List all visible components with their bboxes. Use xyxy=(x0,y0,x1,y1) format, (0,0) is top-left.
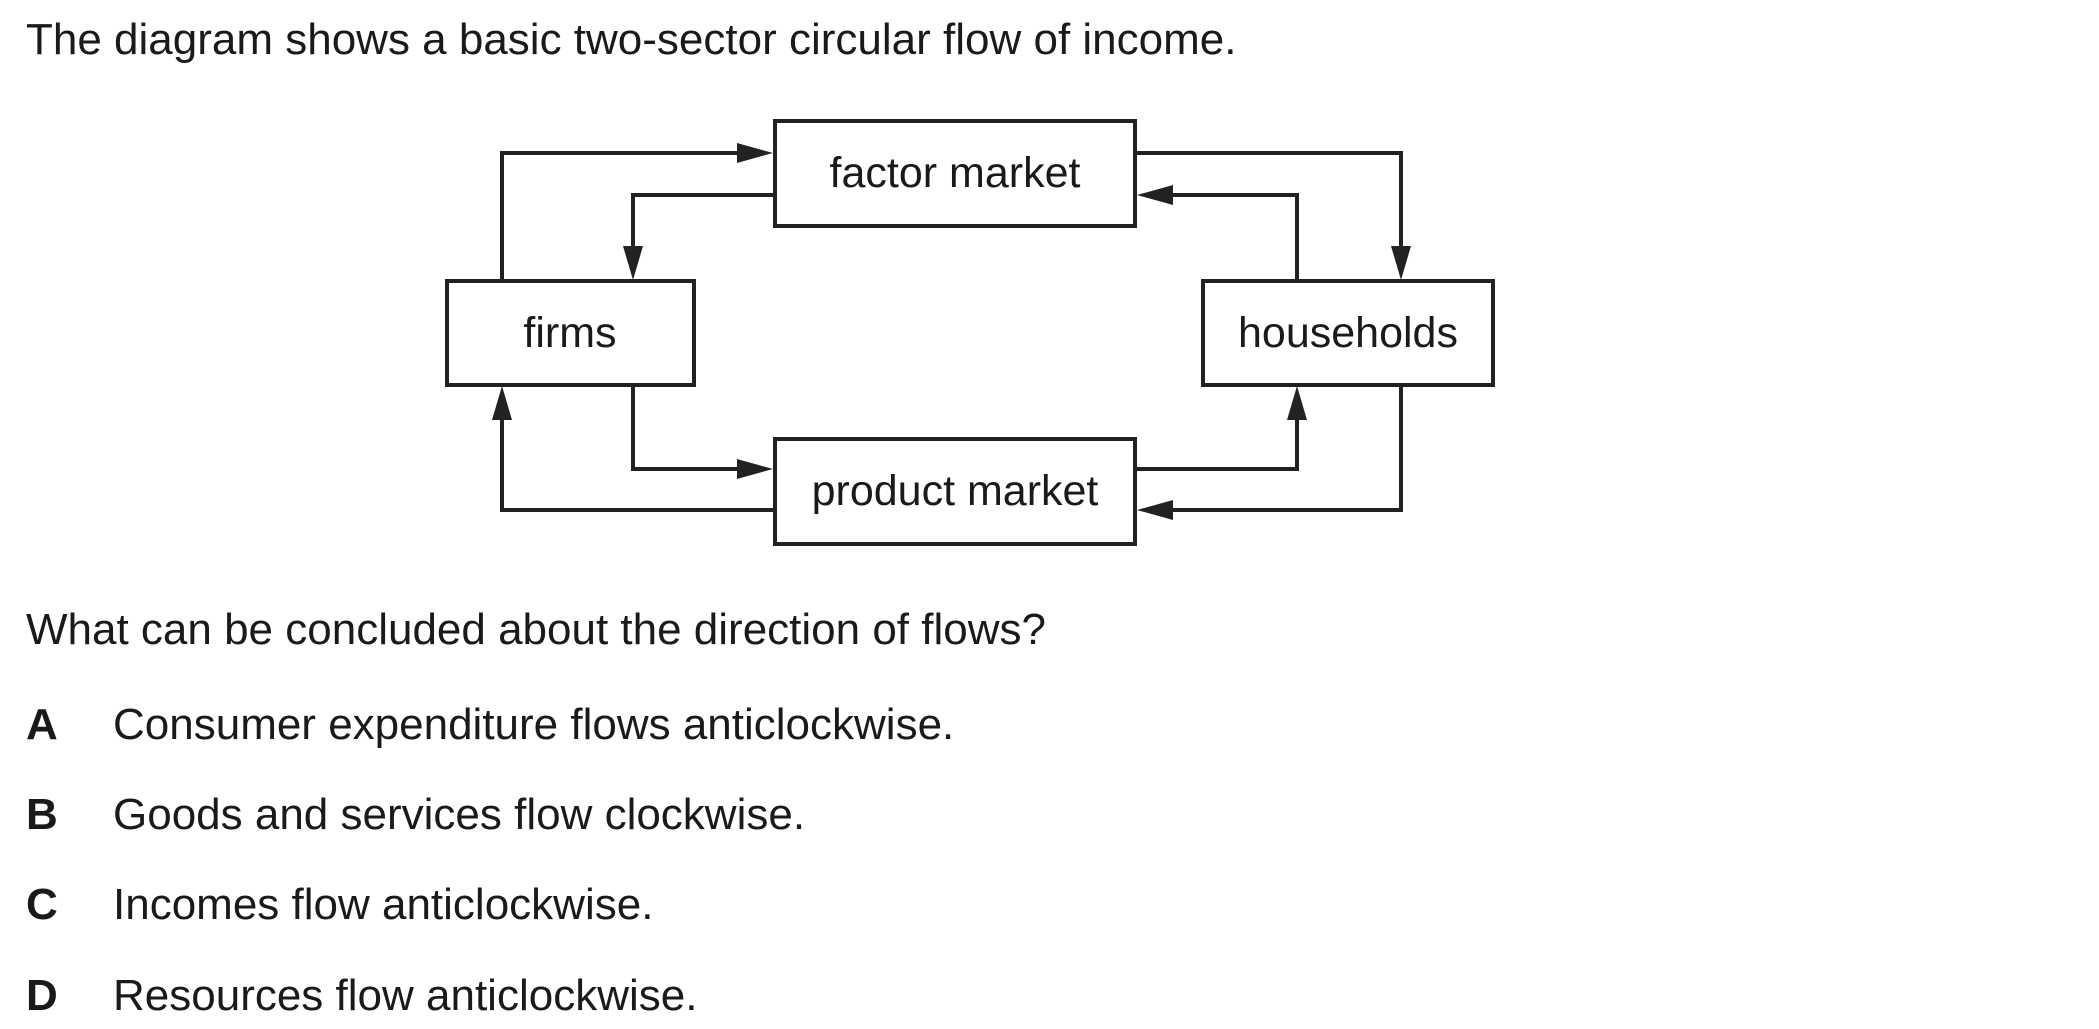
option-text: Resources flow anticlockwise. xyxy=(113,971,698,1020)
flow-product-market-to-firms xyxy=(500,400,773,512)
option-letter: A xyxy=(26,700,58,749)
option-letter: B xyxy=(26,790,58,839)
arrowhead-left-icon xyxy=(1137,185,1173,205)
option-letter: C xyxy=(26,880,58,929)
households-label: households xyxy=(1238,309,1458,357)
flow-product-market-to-households xyxy=(1137,400,1299,471)
flow-firms-to-factor-market xyxy=(500,151,760,280)
option-text: Incomes flow anticlockwise. xyxy=(113,880,654,929)
flow-households-to-factor-market xyxy=(1150,193,1299,280)
households-box: households xyxy=(1201,279,1495,387)
option-text: Goods and services flow clockwise. xyxy=(113,790,806,839)
flow-households-to-product-market xyxy=(1150,386,1403,512)
option-text: Consumer expenditure flows anticlockwise… xyxy=(113,700,955,749)
arrowhead-right-icon xyxy=(737,459,773,479)
option-letter: D xyxy=(26,971,58,1020)
flow-factor-market-to-firms xyxy=(631,193,773,265)
flow-lines xyxy=(500,151,1403,512)
firms-label: firms xyxy=(523,309,616,357)
arrowhead-up-icon xyxy=(492,386,512,420)
arrowhead-right-icon xyxy=(737,143,773,163)
intro-text: The diagram shows a basic two-sector cir… xyxy=(26,15,1237,64)
product-market-box: product market xyxy=(773,437,1137,546)
firms-box: firms xyxy=(445,279,696,387)
question-text: What can be concluded about the directio… xyxy=(26,605,1046,654)
arrowhead-down-icon xyxy=(623,246,643,280)
product-market-label: product market xyxy=(812,467,1099,515)
arrowheads xyxy=(492,143,1411,520)
flow-firms-to-product-market xyxy=(631,386,760,471)
factor-market-label: factor market xyxy=(830,149,1081,197)
arrowhead-down-icon xyxy=(1391,246,1411,280)
arrowhead-left-icon xyxy=(1137,500,1173,520)
factor-market-box: factor market xyxy=(773,119,1137,228)
flow-factor-market-to-households xyxy=(1137,151,1403,266)
arrowhead-up-icon xyxy=(1287,386,1307,420)
